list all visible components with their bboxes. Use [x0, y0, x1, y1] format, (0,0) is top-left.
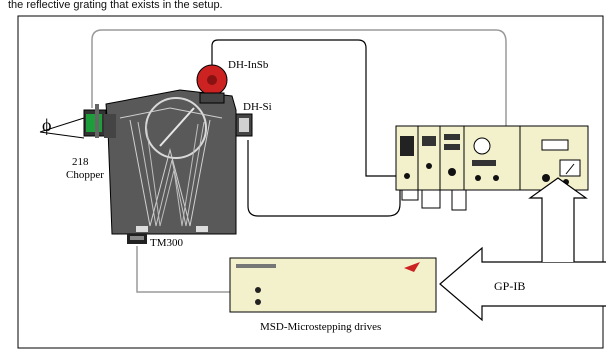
gpib-arrow-icon — [440, 178, 606, 320]
msd-drives-box — [230, 258, 436, 312]
tm300-label: TM300 — [150, 237, 184, 249]
chopper-label: Chopper — [66, 169, 104, 181]
msd-label: MSD-Microstepping drives — [260, 321, 381, 333]
si-detector-icon — [236, 114, 252, 136]
chopper-number-label: 218 — [72, 156, 89, 168]
si-label: DH-Si — [243, 101, 272, 113]
tm300-connector-icon — [127, 234, 147, 244]
monochromator-body — [104, 90, 236, 234]
chopper-icon — [84, 104, 106, 138]
patch-cables — [402, 188, 466, 210]
insb-detector-icon — [197, 65, 227, 103]
insb-label: DH-InSb — [228, 59, 269, 71]
gray-cable-msd — [137, 246, 236, 292]
phi-label: ϕ — [42, 115, 51, 135]
gpib-label: GP-IB — [494, 279, 525, 293]
black-cable-si — [248, 140, 400, 216]
